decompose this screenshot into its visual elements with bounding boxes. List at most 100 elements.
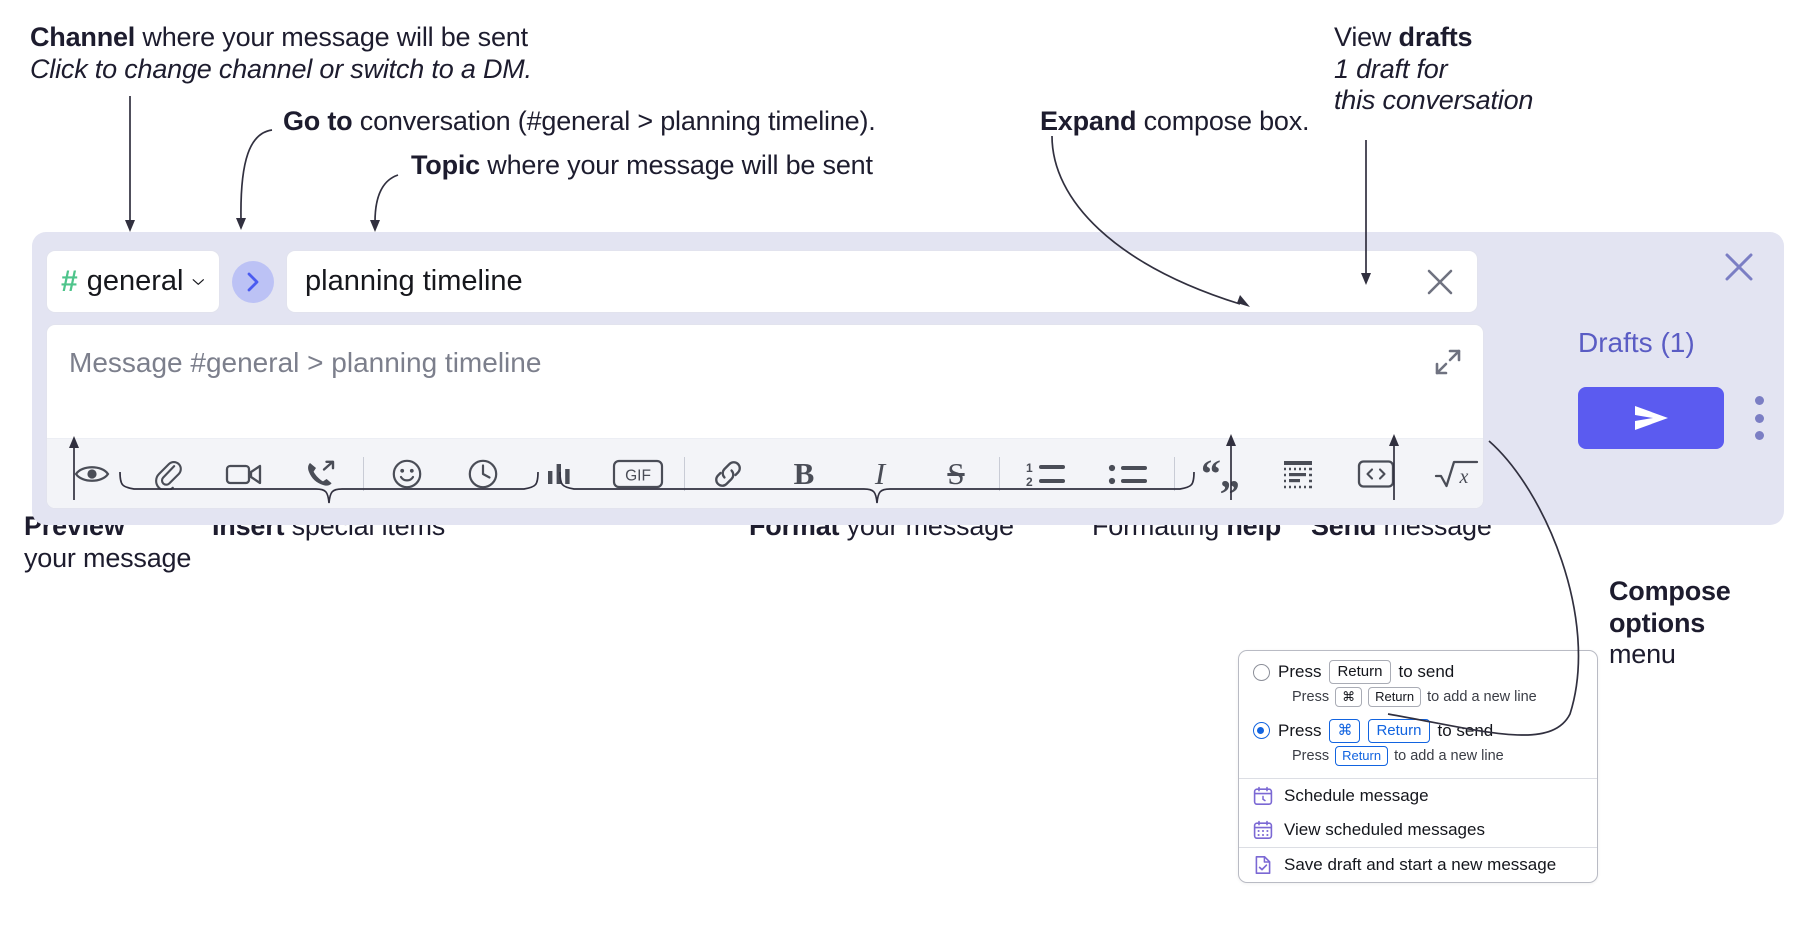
svg-text:1: 1 xyxy=(1026,461,1033,475)
annotation-drafts-bold: drafts xyxy=(1398,22,1473,52)
formatting-toolbar: GIF B xyxy=(47,438,1483,508)
hash-icon: # xyxy=(61,264,78,298)
drafts-link[interactable]: Drafts (1) xyxy=(1578,327,1695,358)
attach-file-button[interactable] xyxy=(141,450,195,498)
annotation-channel-subtitle: Click to change channel or switch to a D… xyxy=(30,53,532,84)
svg-text:2: 2 xyxy=(1026,475,1033,489)
menu-item-schedule-message[interactable]: Schedule message xyxy=(1239,779,1597,813)
smiley-icon xyxy=(392,459,422,488)
code-brackets-icon xyxy=(1357,459,1395,488)
close-icon[interactable] xyxy=(1423,265,1457,299)
menu-item-view-scheduled-messages[interactable]: View scheduled messages xyxy=(1239,813,1597,847)
radio-cmd-return[interactable] xyxy=(1253,722,1270,740)
square-root-x-icon: x xyxy=(1434,460,1479,488)
annotation-topic: Topic where your message will be sent xyxy=(411,150,873,182)
bold-button[interactable]: B xyxy=(777,450,831,498)
file-check-icon xyxy=(1255,855,1271,874)
annotation-expand: Expand compose box. xyxy=(1040,106,1310,138)
send-option-cmd-return[interactable]: Press ⌘ Return to send Press Return to a… xyxy=(1239,718,1597,778)
go-to-conversation-button[interactable] xyxy=(232,260,274,303)
separator-3 xyxy=(999,456,1000,491)
annotation-drafts-line2: 1 draft for xyxy=(1334,53,1448,84)
eye-icon xyxy=(74,465,110,482)
bulleted-list-icon xyxy=(1108,464,1147,484)
connector-goto xyxy=(240,129,273,221)
annotation-channel-bold: Channel xyxy=(30,22,136,52)
annotation-drafts: View drafts 1 draft for this conversatio… xyxy=(1334,22,1533,117)
emoji-button[interactable] xyxy=(380,450,434,498)
poll-button[interactable] xyxy=(532,450,586,498)
separator-1 xyxy=(363,456,364,491)
blockquote-button[interactable]: “„ xyxy=(1191,450,1249,498)
svg-text:GIF: GIF xyxy=(625,467,651,484)
code-block-button[interactable] xyxy=(1271,450,1325,498)
menu-item-label: Save draft and start a new message xyxy=(1284,854,1557,874)
annotation-goto-bold: Go to xyxy=(283,106,353,136)
bulleted-list-button[interactable] xyxy=(1098,450,1158,498)
option2-sub-suffix: to add a new line xyxy=(1394,747,1504,764)
option2-key-return: Return xyxy=(1368,718,1430,744)
link-button[interactable] xyxy=(701,450,755,498)
kebab-dot-2 xyxy=(1754,413,1764,423)
annotation-topic-rest: where your message will be sent xyxy=(480,150,873,180)
option2-suffix: to send xyxy=(1437,720,1494,740)
option1-sub-prefix: Press xyxy=(1292,689,1330,706)
kebab-dot-1 xyxy=(1754,396,1764,405)
option2-sub-key-return: Return xyxy=(1335,746,1389,766)
inline-code-button[interactable] xyxy=(1347,450,1405,498)
compose-options-button[interactable] xyxy=(1746,396,1772,440)
reminder-button[interactable] xyxy=(456,450,510,498)
calendar-clock-icon xyxy=(1253,786,1273,805)
radio-return[interactable] xyxy=(1253,663,1270,681)
annotation-drafts-line3: this conversation xyxy=(1334,85,1534,116)
arrow-channel xyxy=(125,220,135,232)
expand-diagonal-icon[interactable] xyxy=(1433,347,1463,377)
option2-key-cmd: ⌘ xyxy=(1329,718,1361,744)
svg-text:x: x xyxy=(1459,466,1469,488)
annotation-topic-bold: Topic xyxy=(411,150,480,180)
math-button[interactable]: x xyxy=(1427,450,1483,498)
message-placeholder: Message #general > planning timeline xyxy=(69,347,542,378)
topic-input[interactable]: planning timeline xyxy=(305,265,523,297)
arrow-goto xyxy=(236,218,246,230)
calendar-grid-icon xyxy=(1253,820,1273,839)
panel-close-icon[interactable] xyxy=(1722,250,1756,284)
option1-sub-key-cmd: ⌘ xyxy=(1335,687,1363,707)
annotation-compose-options-line2: options xyxy=(1609,607,1706,638)
send-option-return[interactable]: Press Return to send Press ⌘ Return to a… xyxy=(1239,651,1597,719)
send-button[interactable] xyxy=(1578,387,1724,449)
connector-topic xyxy=(374,174,399,223)
menu-divider-1 xyxy=(1239,777,1597,779)
separator-4 xyxy=(1174,456,1175,491)
bar-chart-icon xyxy=(548,463,570,484)
annotation-expand-bold: Expand xyxy=(1040,106,1137,136)
menu-divider-2 xyxy=(1239,846,1597,848)
topic-input-wrapper[interactable]: planning timeline xyxy=(286,250,1478,313)
send-paper-plane-icon xyxy=(1635,406,1668,430)
compose-options-menu: Press Return to send Press ⌘ Return to a… xyxy=(1238,650,1598,883)
annotation-preview-line2: your message xyxy=(24,542,192,573)
video-camera-icon xyxy=(225,464,262,484)
annotation-goto: Go to conversation (#general > planning … xyxy=(283,106,876,138)
option2-sub-prefix: Press xyxy=(1292,747,1330,764)
ordered-list-icon: 1 2 xyxy=(1026,461,1065,489)
preview-button[interactable] xyxy=(65,450,119,498)
kebab-dot-3 xyxy=(1754,431,1764,440)
record-audio-button[interactable] xyxy=(293,450,347,498)
italic-button[interactable]: I xyxy=(853,450,907,498)
strikethrough-button[interactable]: S xyxy=(929,450,983,498)
annotation-goto-rest: conversation (#general > planning timeli… xyxy=(352,106,876,136)
menu-item-save-draft[interactable]: Save draft and start a new message xyxy=(1239,848,1597,882)
chevron-right-icon xyxy=(247,272,259,291)
record-video-button[interactable] xyxy=(217,450,271,498)
paperclip-icon xyxy=(155,460,182,490)
message-input-box[interactable]: Message #general > planning timeline xyxy=(46,324,1484,509)
annotation-channel-rest: where your message will be sent xyxy=(135,22,528,52)
channel-selector-button[interactable]: # general xyxy=(46,250,220,313)
bold-icon: B xyxy=(793,455,815,491)
channel-name-label: general xyxy=(86,265,184,297)
ordered-list-button[interactable]: 1 2 xyxy=(1016,450,1076,498)
menu-item-label: View scheduled messages xyxy=(1284,819,1485,839)
gif-button[interactable]: GIF xyxy=(608,450,668,498)
